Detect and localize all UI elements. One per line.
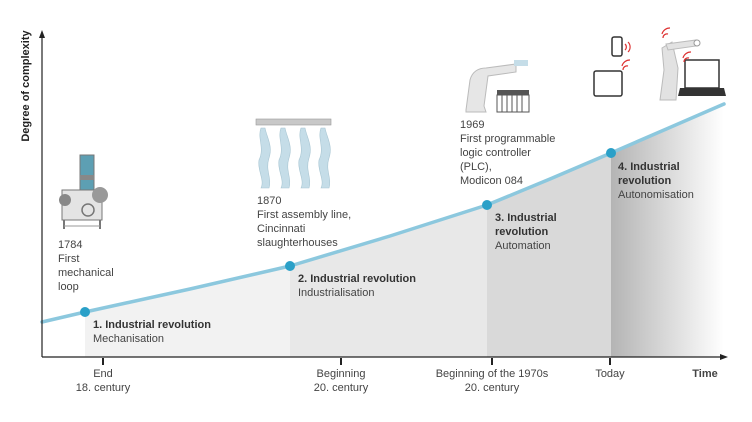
tick-text: 18. century	[75, 382, 131, 394]
phase-subtitle: Mechanisation	[93, 333, 164, 345]
x-tick-label-1: End 18. century	[53, 367, 153, 395]
tick-text: End	[93, 368, 113, 380]
point-phase-3	[482, 200, 492, 210]
tick-text: Today	[595, 368, 625, 380]
phase-title: 4. Industrial	[618, 161, 680, 173]
annotation-text: Cincinnati	[257, 223, 306, 235]
phase-1-label: 1. Industrial revolution Mechanisation	[93, 318, 211, 346]
phase-title: revolution	[495, 226, 549, 238]
point-phase-2	[285, 261, 295, 271]
annotation-year: 1784	[58, 239, 83, 251]
annotation-text: logic controller	[460, 147, 531, 159]
x-tick-label-2: Beginning 20. century	[291, 367, 391, 395]
annotation-1969: 1969 First programmable logic controller…	[460, 118, 555, 188]
annotation-text: First assembly line,	[257, 209, 352, 221]
annotation-year: 1870	[257, 195, 282, 207]
mechanical-loom-icon	[59, 154, 108, 229]
complexity-line	[40, 102, 726, 324]
point-phase-1	[80, 307, 90, 317]
annotation-text: First programmable	[460, 133, 556, 145]
phase-4-label: 4. Industrial revolution Autonomisation	[618, 160, 694, 202]
phase-title: 1. Industrial revolution	[93, 319, 211, 331]
annotation-year: 1969	[460, 119, 485, 131]
annotation-text: First	[58, 253, 80, 265]
annotation-text: slaughterhouses	[257, 237, 338, 249]
annotation-text: mechanical	[58, 267, 114, 279]
annotation-text: Modicon 084	[460, 175, 523, 187]
phase-subtitle: Industrialisation	[298, 287, 375, 299]
tick-text: Beginning of the 1970s	[435, 368, 549, 380]
robot-arm-plc-icon	[465, 60, 530, 113]
x-axis-arrow-icon	[720, 354, 728, 360]
phase-2-area	[290, 205, 487, 357]
assembly-line-icon	[255, 118, 332, 189]
phase-4-area	[611, 104, 724, 357]
phase-3-area	[487, 153, 611, 357]
tick-text: 20. century	[464, 382, 520, 394]
y-axis-label: Degree of complexity	[20, 30, 32, 142]
x-axis-label: Time	[692, 368, 718, 380]
x-tick-label-4: Today	[570, 367, 650, 381]
y-axis-arrow-icon	[39, 30, 45, 38]
phase-subtitle: Automation	[495, 240, 551, 252]
phase-subtitle: Autonomisation	[618, 189, 694, 201]
phase-title: 2. Industrial revolution	[298, 273, 416, 285]
tick-text: Beginning	[316, 368, 366, 380]
tick-text: 20. century	[313, 382, 369, 394]
annotation-text: (PLC),	[460, 161, 492, 173]
annotation-1870: 1870 First assembly line, Cincinnati sla…	[257, 194, 351, 250]
phase-1-area	[85, 266, 290, 357]
phase-title: revolution	[618, 175, 672, 187]
point-phase-4	[606, 148, 616, 158]
connected-devices-icon	[593, 27, 726, 101]
phase-title: 3. Industrial	[495, 212, 557, 224]
phase-3-label: 3. Industrial revolution Automation	[495, 211, 557, 253]
annotation-text: loop	[58, 281, 79, 293]
annotation-1784: 1784 First mechanical loop	[58, 238, 114, 294]
phase-2-label: 2. Industrial revolution Industrialisati…	[298, 272, 416, 300]
x-tick-label-3: Beginning of the 1970s 20. century	[422, 367, 562, 395]
